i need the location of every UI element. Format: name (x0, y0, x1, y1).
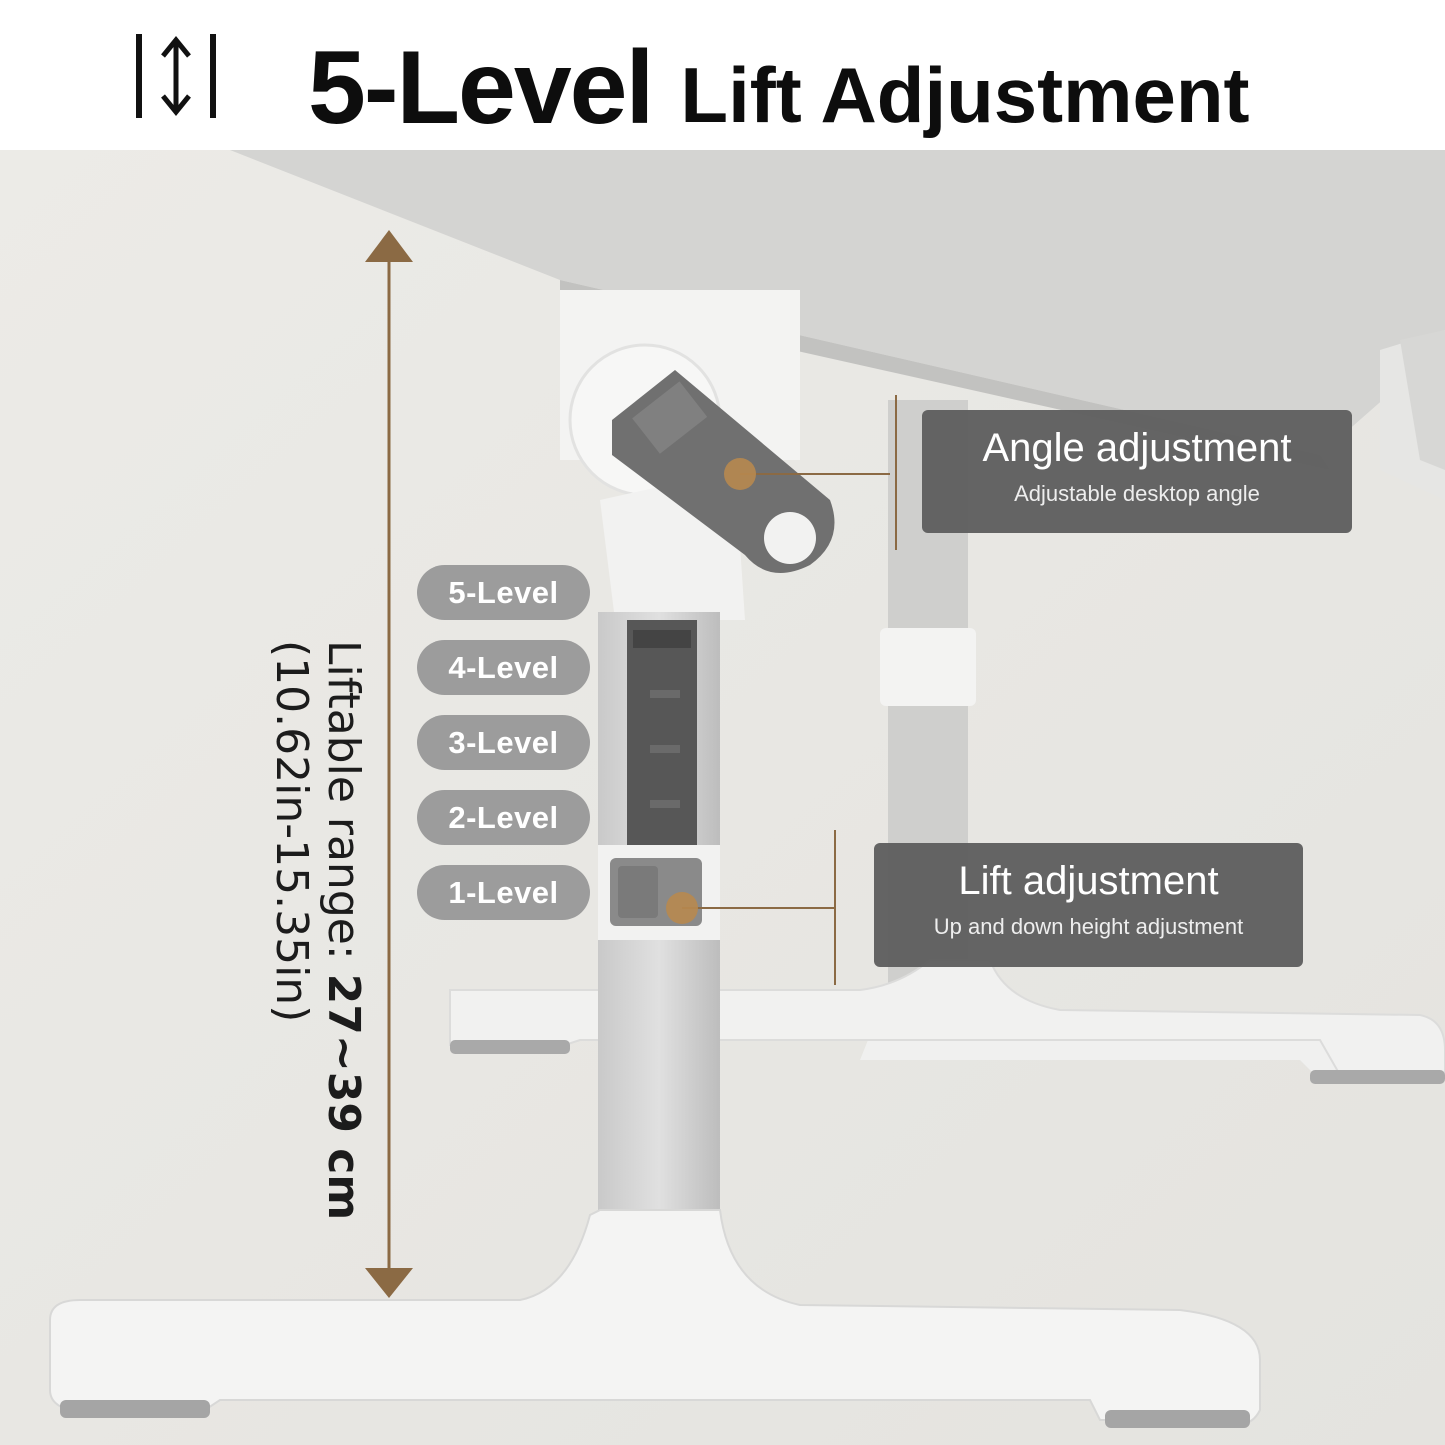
angle-adjustment-callout: Angle adjustment Adjustable desktop angl… (922, 410, 1352, 533)
range-inches: (10.62in-15.35in) (266, 640, 317, 1023)
angle-callout-subtitle: Adjustable desktop angle (1014, 481, 1260, 506)
range-arrow-down (365, 1268, 413, 1298)
vertical-adjust-icon (136, 34, 216, 118)
level-pill-3: 3-Level (417, 715, 590, 770)
range-prefix: Liftable range: (318, 640, 369, 974)
front-base (49, 1209, 1261, 1425)
lift-adjustment-callout: Lift adjustment Up and down height adjus… (874, 843, 1303, 967)
angle-callout-title: Angle adjustment (982, 426, 1292, 470)
range-value: 27~39 cm (318, 973, 369, 1221)
level-pill-4: 4-Level (417, 640, 590, 695)
liftable-range-label: Liftable range: 27~39 cm (10.62in-15.35i… (265, 640, 369, 1220)
rear-base (449, 959, 1445, 1076)
lift-marker-dot (666, 892, 698, 924)
level-pill-1: 1-Level (417, 865, 590, 920)
lift-callout-subtitle: Up and down height adjustment (933, 914, 1244, 939)
laptop-desk-illustration (0, 150, 1445, 1445)
title-sub: Lift Adjustment (680, 51, 1250, 139)
desktop-board (230, 150, 1445, 455)
level-pill-5: 5-Level (417, 565, 590, 620)
title-main: 5-Level (308, 30, 654, 146)
product-photo: Liftable range: 27~39 cm (10.62in-15.35i… (0, 150, 1445, 1445)
lift-callout-title: Lift adjustment (958, 859, 1219, 903)
range-arrow-up (365, 230, 413, 262)
page-title: 5-Level Lift Adjustment (308, 10, 1249, 140)
angle-marker-dot (724, 458, 756, 490)
header: 5-Level Lift Adjustment (0, 0, 1445, 150)
level-pill-2: 2-Level (417, 790, 590, 845)
